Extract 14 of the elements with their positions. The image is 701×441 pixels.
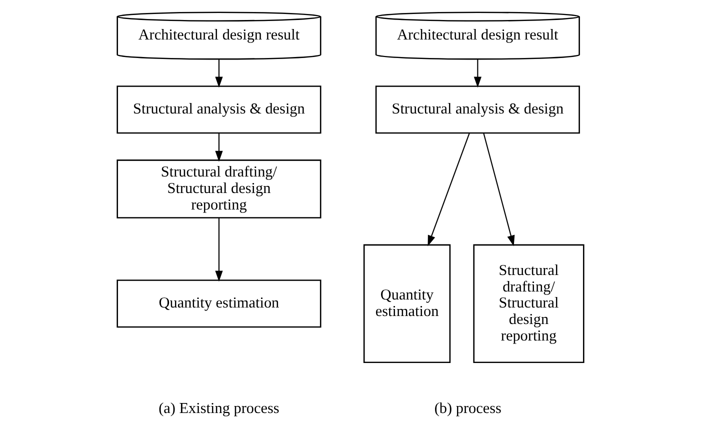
arrow: [483, 132, 515, 246]
label: (a) Existing process: [158, 400, 280, 418]
arrow: [215, 133, 223, 162]
arrow: [215, 59, 223, 88]
label: (b) process: [434, 400, 502, 418]
node-box: Quantity estimation: [363, 244, 451, 363]
node-box: Structural drafting/ Structural design reporting: [473, 244, 584, 363]
node-box: Structural analysis & design: [116, 86, 322, 134]
node-box: Quantity estimation: [116, 280, 322, 328]
arrow: [428, 132, 470, 246]
node-box: Structural drafting/ Structural design reporting: [116, 160, 322, 218]
arrow: [215, 218, 223, 282]
arrow: [474, 59, 482, 88]
node-box: Structural analysis & design: [375, 86, 580, 134]
